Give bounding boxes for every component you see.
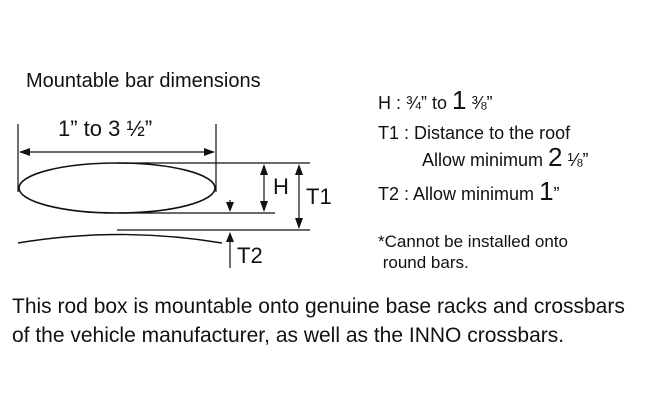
- spec-h-min: ¾” to: [406, 93, 453, 113]
- t1-top-arrowhead: [295, 164, 303, 175]
- t2-dimension-label: T2: [237, 243, 263, 268]
- roof-curve: [17, 233, 223, 244]
- product-description: This rod box is mountable onto genuine b…: [12, 295, 625, 347]
- width-left-arrowhead: [19, 148, 30, 156]
- spec-t1-row: T1 : Distance to the roof: [378, 124, 570, 142]
- spec-t1-whole: 2: [548, 142, 563, 172]
- spec-h-max-whole: 1: [452, 85, 467, 115]
- t1-dimension-label: T1: [306, 184, 332, 209]
- h-bottom-arrowhead: [260, 201, 268, 212]
- installation-note: *Cannot be installed onto round bars.: [378, 232, 568, 272]
- spec-h-key: H: [378, 93, 391, 113]
- spec-h-row: H : ¾” to 1 ⅜”: [378, 87, 493, 113]
- spec-t2-unit: ”: [553, 184, 560, 204]
- t1-bottom-arrowhead: [295, 218, 303, 229]
- width-dimension-label: 1” to 3 ½”: [58, 116, 153, 141]
- spec-t2-row: T2 : Allow minimum 1”: [378, 178, 560, 204]
- spec-t2-key: T2: [378, 184, 400, 204]
- h-dimension-label: H: [273, 174, 289, 199]
- t2-up-arrowhead: [226, 232, 234, 242]
- crossbar-profile: [18, 162, 216, 214]
- spec-h-sep: :: [391, 93, 407, 113]
- spec-t2-sep: :: [399, 184, 414, 204]
- spec-t1-fraction: ⅛”: [562, 150, 589, 170]
- spec-h-max-fraction: ⅜”: [466, 93, 493, 113]
- spec-t2-whole: 1: [539, 176, 554, 206]
- spec-t1-text: Distance to the roof: [414, 123, 571, 143]
- t2-down-arrowhead: [226, 202, 234, 212]
- diagram-title: Mountable bar dimensions: [26, 70, 261, 92]
- spec-t1-key: T1: [378, 123, 400, 143]
- spec-t1-line2: Allow minimum: [422, 150, 549, 170]
- spec-t1-sep: :: [399, 123, 415, 143]
- spec-t1-minimum-row: Allow minimum 2 ⅛”: [422, 144, 589, 170]
- width-right-arrowhead: [204, 148, 215, 156]
- spec-t2-text: Allow minimum: [413, 184, 540, 204]
- h-top-arrowhead: [260, 164, 268, 175]
